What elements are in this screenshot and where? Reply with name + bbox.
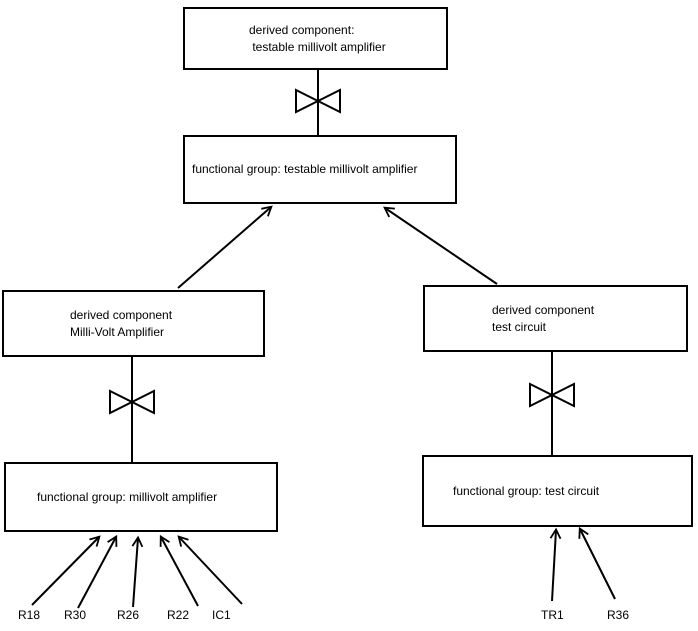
- component-label-r30: R30: [64, 608, 87, 622]
- arrow-derived-test-to-fg-testable: [383, 206, 498, 285]
- arrow-ic1-to-fg-millivolt: [177, 535, 243, 605]
- node-functional-group-millivolt-amplifier: functional group: millivolt amplifier: [4, 462, 278, 532]
- component-label-ic1: IC1: [212, 608, 231, 622]
- bowtie-decomposition-icon: [529, 382, 575, 408]
- node-derived-component-test-circuit: derived component test circuit: [423, 285, 688, 352]
- arrow-r30-to-fg-millivolt: [77, 534, 118, 609]
- arrow-r18-to-fg-millivolt: [31, 535, 101, 606]
- node-text-line: derived component:: [249, 22, 355, 37]
- node-functional-group-testable-millivolt-amplifier: functional group: testable millivolt amp…: [183, 135, 457, 204]
- node-text-line: Milli-Volt Amplifier: [70, 324, 165, 339]
- node-text-line: functional group: testable millivolt amp…: [192, 162, 418, 176]
- component-label-r36: R36: [607, 608, 630, 622]
- node-derived-component-testable-millivolt-amplifier: derived component: testable millivolt am…: [183, 7, 448, 70]
- node-functional-group-test-circuit: functional group: test circuit: [422, 455, 693, 527]
- node-text-line: test circuit: [492, 319, 547, 334]
- node-text-line: functional group: test circuit: [453, 483, 600, 498]
- node-derived-component-milli-volt-amplifier: derived component Milli-Volt Amplifier: [2, 290, 265, 357]
- node-text-line: functional group: millivolt amplifier: [37, 489, 218, 504]
- component-label-tr1: TR1: [541, 608, 564, 622]
- arrow-r22-to-fg-millivolt: [159, 534, 199, 607]
- component-label-r18: R18: [18, 608, 41, 622]
- bowtie-decomposition-icon: [295, 88, 341, 114]
- arrow-r36-to-fg-test: [578, 526, 616, 600]
- node-text-line: testable millivolt amplifier: [249, 39, 386, 54]
- bowtie-decomposition-icon: [109, 389, 155, 415]
- node-text-line: derived component: [492, 302, 595, 317]
- node-text-line: derived component: [70, 307, 173, 322]
- arrow-derived-millivolt-to-fg-testable: [177, 205, 273, 289]
- component-label-r22: R22: [167, 608, 190, 622]
- component-label-r26: R26: [117, 608, 140, 622]
- arrow-r26-to-fg-millivolt: [131, 535, 144, 608]
- arrow-tr1-to-fg-test: [549, 527, 562, 602]
